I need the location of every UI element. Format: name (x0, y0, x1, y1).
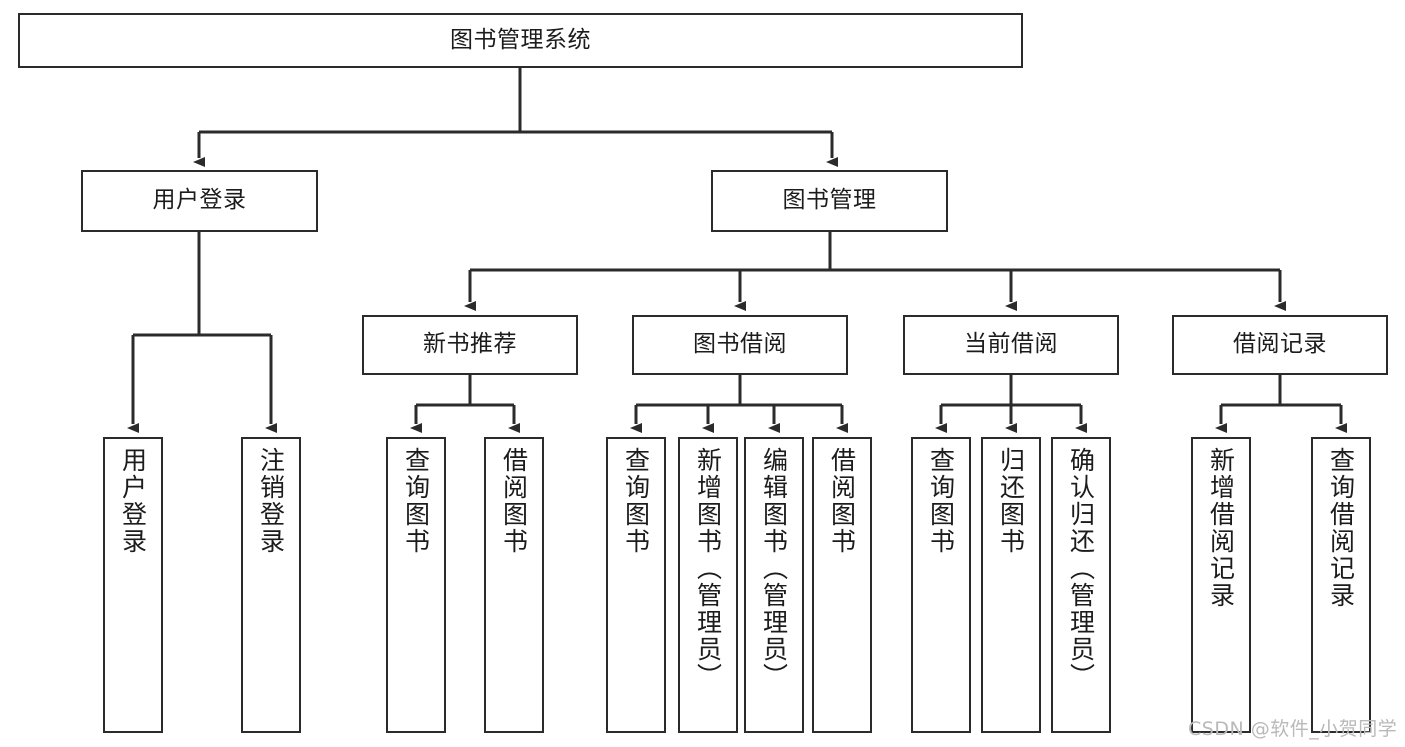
node-label: 查询图书 (401, 447, 431, 555)
node-label: 查询图书 (926, 447, 956, 555)
node-label: 借阅图书 (827, 447, 857, 555)
node-label: 图书管理 (782, 187, 877, 214)
node-leaf-add-book-admin[interactable]: 新增图书（管理员） (678, 437, 738, 733)
node-current-borrow[interactable]: 当前借阅 (903, 315, 1119, 375)
node-leaf-query-borrow-record[interactable]: 查询借阅记录 (1311, 437, 1371, 733)
node-label: 确认归还（管理员） (1066, 447, 1096, 690)
node-label: 查询图书 (621, 447, 651, 555)
node-label: 编辑图书（管理员） (759, 447, 789, 690)
node-new-book-recommend[interactable]: 新书推荐 (362, 315, 578, 375)
node-label: 用户登录 (152, 187, 247, 214)
node-leaf-edit-book-admin[interactable]: 编辑图书（管理员） (744, 437, 804, 733)
csdn-watermark: CSDN @软件_小贺同学 (1188, 718, 1398, 740)
node-label: 用户登录 (118, 447, 148, 555)
node-user-login[interactable]: 用户登录 (81, 170, 318, 232)
node-label: 新增借阅记录 (1206, 447, 1236, 609)
node-leaf-return-book[interactable]: 归还图书 (981, 437, 1041, 733)
node-label: 注销登录 (256, 447, 286, 555)
node-label: 借阅图书 (499, 447, 529, 555)
node-leaf-confirm-return-admin[interactable]: 确认归还（管理员） (1051, 437, 1111, 733)
node-book-management[interactable]: 图书管理 (711, 170, 948, 232)
node-leaf-logout[interactable]: 注销登录 (241, 437, 301, 733)
node-leaf-add-borrow-record[interactable]: 新增借阅记录 (1191, 437, 1251, 733)
node-label: 查询借阅记录 (1326, 447, 1356, 609)
node-borrow-record[interactable]: 借阅记录 (1172, 315, 1388, 375)
node-root-book-management-system[interactable]: 图书管理系统 (18, 13, 1023, 68)
node-leaf-borrow-book[interactable]: 借阅图书 (812, 437, 872, 733)
node-leaf-user-login[interactable]: 用户登录 (103, 437, 163, 733)
node-label: 新增图书（管理员） (693, 447, 723, 690)
node-leaf-borrow-book-recommend[interactable]: 借阅图书 (484, 437, 544, 733)
node-label: 图书管理系统 (450, 26, 591, 53)
node-leaf-query-book-recommend[interactable]: 查询图书 (386, 437, 446, 733)
node-leaf-query-book-borrow[interactable]: 查询图书 (606, 437, 666, 733)
node-label: 新书推荐 (423, 331, 517, 358)
node-leaf-query-book-current[interactable]: 查询图书 (911, 437, 971, 733)
node-label: 图书借阅 (693, 331, 787, 358)
node-label: 借阅记录 (1233, 331, 1327, 358)
node-book-borrow[interactable]: 图书借阅 (632, 315, 848, 375)
node-label: 归还图书 (996, 447, 1026, 555)
node-label: 当前借阅 (964, 331, 1058, 358)
